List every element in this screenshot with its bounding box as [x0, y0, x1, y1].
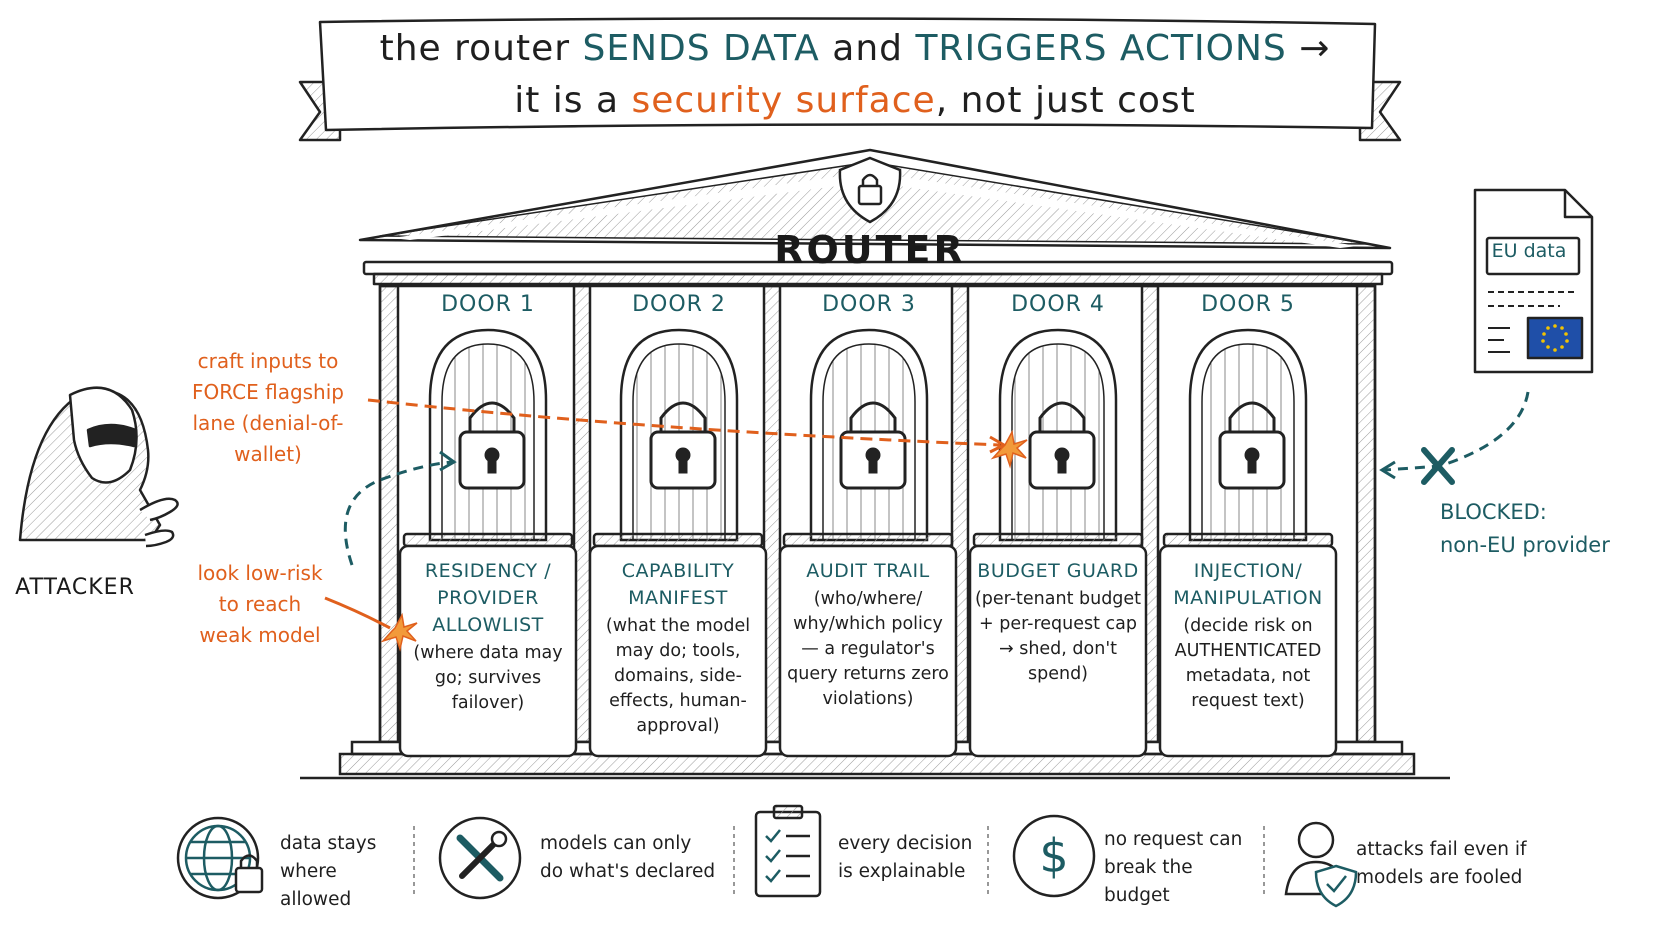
placard-body: (what the model may do; tools, domains, …: [605, 616, 751, 736]
banner-ribbon: [298, 17, 1402, 142]
door-placard-5: INJECTION/ MANIPULATION (decide risk on …: [1162, 548, 1334, 754]
impact-spark-door-4: [990, 429, 1028, 469]
banner-line-1: the router SENDS DATA and TRIGGERS ACTIO…: [330, 28, 1380, 69]
blocked-x-icon: [1421, 447, 1455, 485]
placard-title: INJECTION/ MANIPULATION: [1173, 560, 1323, 609]
low-risk-arrowhead: [439, 450, 457, 472]
router-title: ROUTER: [774, 228, 966, 272]
footer-text-explainable: every decision is explainable: [838, 833, 973, 882]
blocked-arrow: [1384, 391, 1530, 472]
banner-emphasis-triggers-actions: TRIGGERS ACTIONS: [915, 28, 1287, 69]
placard-title: AUDIT TRAIL: [806, 560, 930, 582]
door-placard-4: BUDGET GUARD (per-tenant budget + per-re…: [972, 548, 1144, 754]
note-force-flagship: craft inputs to FORCE flagship lane (den…: [191, 349, 344, 466]
placard-body: (decide risk on AUTHENTICATED metadata, …: [1174, 616, 1322, 711]
placard-body: (per-tenant budget + per-request cap → s…: [974, 589, 1142, 684]
door-placard-1: RESIDENCY / PROVIDER ALLOWLIST (where da…: [402, 548, 574, 754]
door-placard-2: CAPABILITY MANIFEST (what the model may …: [592, 548, 764, 754]
placard-body: (where data may go; survives failover): [413, 643, 563, 713]
padlock-icon-door-1: [458, 401, 526, 490]
banner-line-2: it is a security surface, not just cost: [330, 80, 1380, 121]
eu-data-document-icon: [1473, 188, 1594, 374]
dollar-icon: $: [1012, 814, 1096, 898]
door-label-5: DOOR 5: [1201, 292, 1295, 317]
globe-lock-icon: [176, 816, 264, 900]
banner-arrow: →: [1286, 28, 1331, 69]
blocked-note: BLOCKED: non-EU provider: [1440, 496, 1610, 562]
user-shield-icon: [1284, 821, 1358, 908]
impact-spark-door-1: [380, 612, 418, 652]
router-shield-icon: [838, 156, 902, 224]
door-label-1: DOOR 1: [441, 292, 535, 317]
blocked-arrowhead: [1379, 460, 1396, 480]
placard-body: (who/where/ why/which policy — a regulat…: [787, 589, 949, 709]
banner-text: , not just cost: [935, 80, 1196, 121]
footer-text-models-declared: models can only do what's declared: [540, 833, 716, 882]
padlock-icon-door-4: [1028, 401, 1096, 490]
door-placards: [398, 532, 1338, 758]
padlock-icon-door-2: [649, 401, 717, 490]
blocked-title: BLOCKED:: [1440, 500, 1547, 524]
door-placard-3: AUDIT TRAIL (who/where/ why/which policy…: [782, 548, 954, 754]
blocked-body: non-EU provider: [1440, 533, 1610, 557]
footer-text-budget: no request can break the budget: [1104, 829, 1243, 906]
tools-icon: [438, 816, 522, 900]
placard-title: BUDGET GUARD: [977, 560, 1139, 582]
denial-of-wallet-arrow: [367, 398, 1001, 447]
low-risk-pointer-arrow: [324, 596, 391, 630]
note-low-risk: look low-risk to reach weak model: [197, 561, 323, 647]
svg-text:$: $: [1039, 829, 1068, 883]
banner-text: the router: [379, 28, 583, 69]
eu-data-label: EU data: [1491, 240, 1567, 262]
attacker-label: ATTACKER: [15, 575, 135, 600]
door-label-4: DOOR 4: [1011, 292, 1105, 317]
placard-title: CAPABILITY MANIFEST: [621, 560, 735, 609]
banner-text: it is a: [514, 80, 632, 121]
clipboard-checklist-icon: [754, 804, 822, 898]
footer-separators: [413, 826, 1265, 894]
door-label-2: DOOR 2: [632, 292, 726, 317]
padlock-icon-door-3: [839, 401, 907, 490]
footer-text-attacks-fail: attacks fail even if models are fooled: [1356, 839, 1527, 888]
footer-text-data-stays: data stays where allowed: [280, 833, 377, 910]
eu-flag-stars: [1541, 324, 1569, 352]
padlock-icon-door-5: [1218, 401, 1286, 490]
banner-emphasis-security-surface: security surface: [631, 80, 936, 121]
attacker-figure-icon: [18, 386, 179, 548]
placard-title: RESIDENCY / PROVIDER ALLOWLIST: [424, 560, 552, 636]
banner-emphasis-sends-data: SENDS DATA: [582, 28, 820, 69]
banner-text: and: [819, 28, 916, 69]
door-label-3: DOOR 3: [822, 292, 916, 317]
